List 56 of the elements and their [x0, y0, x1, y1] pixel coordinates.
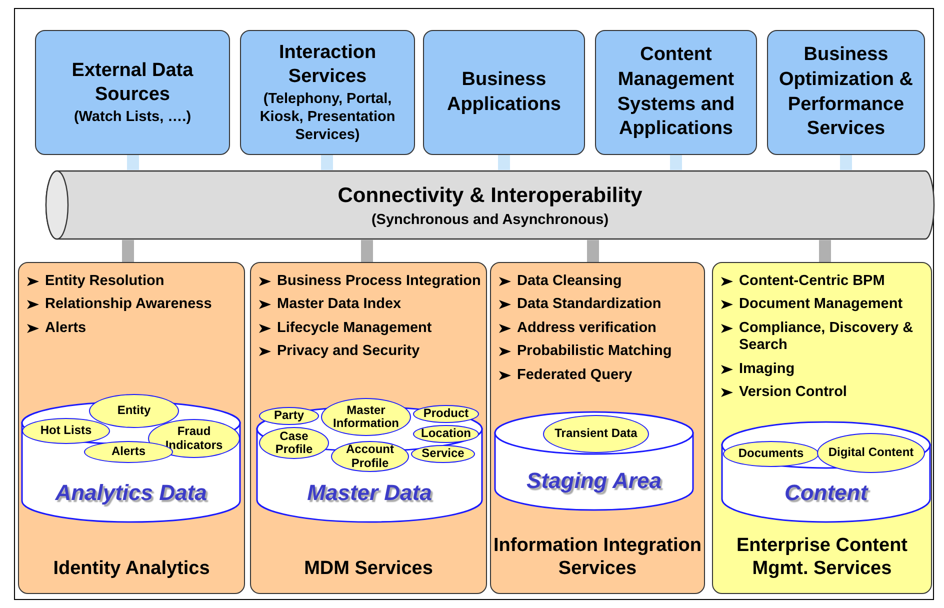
bullet-item: Data Standardization [517, 296, 662, 314]
panel-title: Enterprise Content Mgmt. Services [735, 534, 909, 581]
database-label: Staging Area [526, 467, 662, 495]
panel-title: MDM Services [303, 557, 434, 581]
box-title: Business Applications [446, 68, 562, 116]
bullet-item: Alerts [45, 320, 86, 338]
database-label: Content [783, 479, 870, 507]
database-label: Analytics Data [54, 479, 208, 507]
service-panel [490, 262, 705, 594]
bullet-item: Business Process Integration [277, 273, 481, 290]
connector-pipe [122, 240, 134, 262]
service-box [767, 30, 925, 155]
service-box [240, 30, 415, 155]
bullet-item: Version Control [739, 384, 847, 402]
bullet-item: Entity Resolution [45, 273, 164, 290]
database-label: Master Data [306, 479, 433, 507]
bullet-item: Imaging [739, 360, 795, 378]
box-title: Business Optimization & Performance Services [778, 43, 914, 142]
service-panel [250, 262, 487, 594]
connector-pipe [498, 155, 510, 170]
panel-title: Identity Analytics [52, 557, 211, 581]
bullet-item: Lifecycle Management [277, 320, 432, 338]
bus-title: Connectivity & Interoperability [336, 184, 644, 208]
box-title: Interaction Services [278, 40, 378, 90]
service-panel [18, 262, 245, 594]
data-ellipse: Party [259, 407, 319, 425]
connector-pipe [321, 155, 333, 170]
data-ellipse: Product [413, 405, 479, 423]
bullet-item: Data Cleansing [517, 273, 622, 290]
bullet-item: Content-Centric BPM [739, 273, 885, 290]
bullet-item: Probabilistic Matching [517, 343, 672, 361]
service-box [35, 30, 230, 155]
connector-pipe [127, 155, 139, 170]
connector-pipe [819, 240, 831, 262]
connector-pipe [670, 155, 682, 170]
data-ellipse: Entity [89, 394, 179, 428]
box-title: Content Management Systems and Applications [616, 43, 736, 142]
bullet-item: Privacy and Security [277, 343, 420, 361]
connector-pipe [361, 240, 373, 262]
bullet-item: Federated Query [517, 366, 632, 384]
box-title: External Data Sources [70, 58, 194, 108]
bus-subtitle: (Synchronous and Asynchronous) [370, 212, 610, 228]
box-subtitle: (Watch Lists, ….) [74, 108, 192, 126]
connector-pipe [840, 155, 852, 170]
data-ellipse: Master Information [321, 398, 411, 436]
box-subtitle: (Telephony, Portal, Kiosk, Presentation Services) [258, 90, 396, 144]
service-panel [712, 262, 932, 594]
bullet-item: Address verification [517, 320, 656, 338]
service-box [595, 30, 757, 155]
panel-title: Information Integration Services [492, 534, 702, 581]
service-box [423, 30, 585, 155]
connector-pipe [587, 240, 599, 262]
bullet-item: Document Management [739, 296, 903, 314]
bullet-item: Master Data Index [277, 296, 402, 314]
bullet-item: Relationship Awareness [45, 296, 212, 314]
bullet-item: Compliance, Discovery & Search [739, 320, 914, 355]
